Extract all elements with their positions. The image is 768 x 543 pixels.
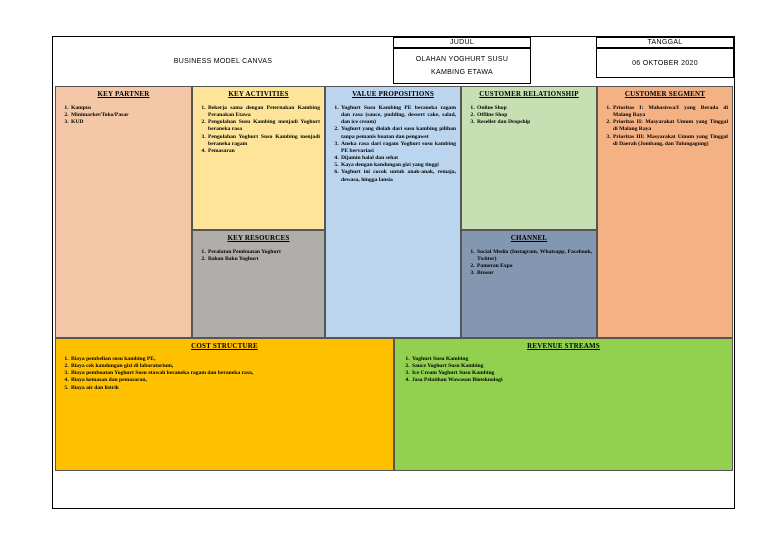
list-item: Pengolahan Yoghurt Susu Kambing menjadi … bbox=[207, 134, 320, 148]
key-activities-list: Bekerja sama dengan Peternakan Kambing P… bbox=[197, 105, 320, 155]
list-item: Pemasaran bbox=[207, 148, 320, 155]
list-item: Dijamin halal dan sehat bbox=[340, 155, 456, 162]
customer-relationship-block: CUSTOMER RELATIONSHIP Online Shop Offlin… bbox=[461, 86, 597, 230]
list-item: Ice Cream Yoghurt Susu Kambing bbox=[411, 370, 728, 377]
list-item: Reseller dan Dropship bbox=[476, 119, 592, 126]
customer-segment-block: CUSTOMER SEGMENT Prioritas I: Mahasiswa/… bbox=[597, 86, 733, 338]
list-item: Aneka rasa dari ragam Yoghurt susu kambi… bbox=[340, 141, 456, 155]
customer-relationship-list: Online Shop Offline Shop Reseller dan Dr… bbox=[466, 105, 592, 126]
list-item: Offline Shop bbox=[476, 112, 592, 119]
list-item: Prioritas II: Masyarakat Umum yang Tingg… bbox=[612, 119, 728, 133]
customer-segment-title: CUSTOMER SEGMENT bbox=[624, 90, 706, 98]
key-resources-title: KEY RESOURCES bbox=[227, 234, 290, 242]
list-item: Minimarket/Toko/Pasar bbox=[70, 112, 187, 119]
judul-line-1: OLAHAN YOGHURT SUSU bbox=[415, 56, 509, 63]
list-item: Social Media (Instagram, Whatsapp, Faceb… bbox=[476, 249, 592, 263]
list-item: Yoghurt Susu Kambing PE beraneka ragam d… bbox=[340, 105, 456, 126]
revenue-streams-title: REVENUE STREAMS bbox=[527, 342, 600, 350]
canvas-title: BUSINESS MODEL CANVAS bbox=[173, 58, 273, 65]
channel-block: CHANNEL Social Media (Instagram, Whatsap… bbox=[461, 230, 597, 338]
list-item: Prioritas III: Masyarakat Umum yang Ting… bbox=[612, 134, 728, 148]
list-item: Biaya pembuatan Yoghurt Susu etawah bera… bbox=[70, 370, 389, 377]
tanggal-label: TANGGAL bbox=[596, 37, 734, 48]
key-resources-block: KEY RESOURCES Peralatan Pembuatan Yoghur… bbox=[192, 230, 325, 338]
cost-structure-list: Biaya pembelian susu kambing PE, Biaya c… bbox=[60, 356, 389, 392]
list-item: Yoghurt Susu Kambing bbox=[411, 356, 728, 363]
list-item: Biaya cek kandungan gizi di laboratorium… bbox=[70, 363, 389, 370]
list-item: Online Shop bbox=[476, 105, 592, 112]
key-activities-block: KEY ACTIVITIES Bekerja sama dengan Peter… bbox=[192, 86, 325, 230]
judul-label: JUDUL bbox=[393, 37, 531, 48]
list-item: Pengolahan Susu Kambing menjadi Yoghurt … bbox=[207, 119, 320, 133]
list-item: Brosur bbox=[476, 270, 592, 277]
channel-title: CHANNEL bbox=[510, 234, 548, 242]
list-item: Kampus bbox=[70, 105, 187, 112]
list-item: Biaya kemasan dan pemasaran, bbox=[70, 377, 389, 384]
list-item: KUD bbox=[70, 119, 187, 126]
list-item: Biaya pembelian susu kambing PE, bbox=[70, 356, 389, 363]
value-propositions-list: Yoghurt Susu Kambing PE beraneka ragam d… bbox=[330, 105, 456, 184]
canvas-frame bbox=[52, 36, 735, 509]
list-item: Jasa Pelatihan Wawasan Bioteknologi bbox=[411, 377, 728, 384]
revenue-streams-list: Yoghurt Susu Kambing Sauce Yoghurt Susu … bbox=[399, 356, 728, 385]
list-item: Yoghurt yang diolah dari susu kambing pi… bbox=[340, 126, 456, 140]
channel-list: Social Media (Instagram, Whatsapp, Faceb… bbox=[466, 249, 592, 278]
list-item: Kaya dengan kandungan gizi yang tinggi bbox=[340, 162, 456, 169]
key-partner-block: KEY PARTNER Kampus Minimarket/Toko/Pasar… bbox=[55, 86, 192, 338]
cost-structure-block: COST STRUCTURE Biaya pembelian susu kamb… bbox=[55, 338, 394, 471]
cost-structure-title: COST STRUCTURE bbox=[191, 342, 258, 350]
list-item: Yoghurt ini cocok untuk anak-anak, remaj… bbox=[340, 169, 456, 183]
judul-line-2: KAMBING ETAWA bbox=[431, 69, 493, 76]
list-item: Pameran Expo bbox=[476, 263, 592, 270]
judul-value: OLAHAN YOGHURT SUSU KAMBING ETAWA bbox=[393, 48, 531, 84]
list-item: Sauce Yoghurt Susu Kambing bbox=[411, 363, 728, 370]
value-propositions-block: VALUE PROPOSITIONS Yoghurt Susu Kambing … bbox=[325, 86, 461, 338]
customer-relationship-title: CUSTOMER RELATIONSHIP bbox=[479, 90, 579, 98]
key-partner-list: Kampus Minimarket/Toko/Pasar KUD bbox=[60, 105, 187, 126]
canvas-title-cell: BUSINESS MODEL CANVAS bbox=[53, 37, 393, 86]
revenue-streams-block: REVENUE STREAMS Yoghurt Susu Kambing Sau… bbox=[394, 338, 733, 471]
list-item: Bekerja sama dengan Peternakan Kambing P… bbox=[207, 105, 320, 119]
tanggal-value: 06 OKTOBER 2020 bbox=[596, 48, 734, 78]
key-activities-title: KEY ACTIVITIES bbox=[228, 90, 289, 98]
list-item: Prioritas I: Mahasiswa/I yang Berada di … bbox=[612, 105, 728, 119]
list-item: Peralatan Pembuatan Yoghurt bbox=[207, 249, 320, 256]
key-resources-list: Peralatan Pembuatan Yoghurt Bahan Baku Y… bbox=[197, 249, 320, 263]
key-partner-title: KEY PARTNER bbox=[97, 90, 150, 98]
value-propositions-title: VALUE PROPOSITIONS bbox=[352, 90, 434, 98]
customer-segment-list: Prioritas I: Mahasiswa/I yang Berada di … bbox=[602, 105, 728, 148]
list-item: Biaya air dan listrik bbox=[70, 385, 389, 392]
list-item: Bahan Baku Yoghurt bbox=[207, 256, 320, 263]
